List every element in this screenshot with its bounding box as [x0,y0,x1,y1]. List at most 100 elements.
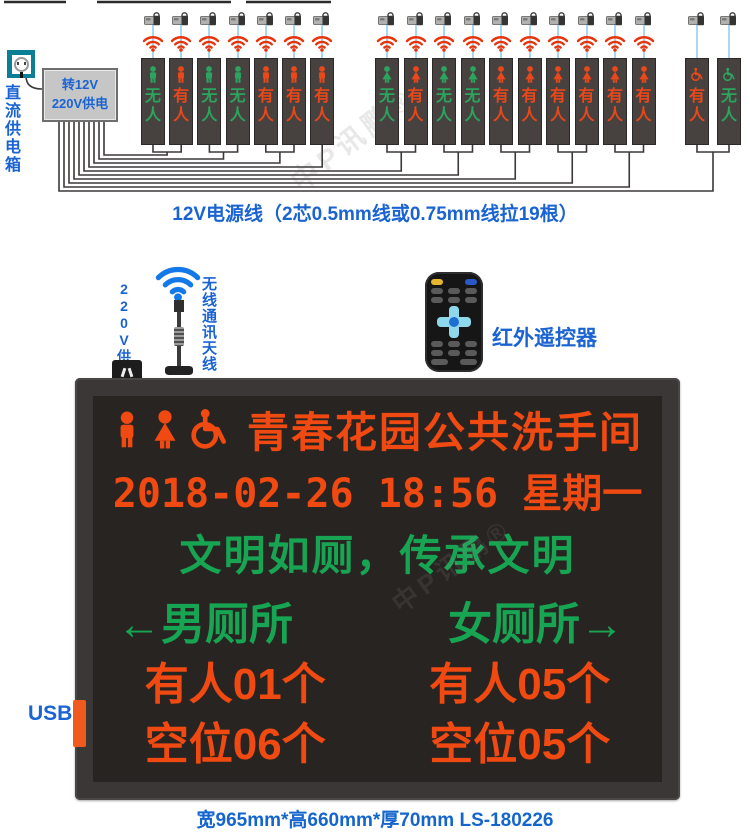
female-icon [380,62,394,86]
wifi-signal-icon [227,34,249,52]
stall-unit-female-stalls: 无人 [375,12,399,145]
stall-unit-male-stalls: 有人 [310,12,335,145]
stall-state-char: 人 [144,105,161,124]
stall-state-char: 无 [378,86,395,105]
stall-state-char: 人 [578,105,595,124]
stall-state-char: 人 [407,105,424,124]
stall-panel: 无人 [225,58,250,145]
male-icon [287,62,301,86]
screen-slogan: 文明如厕，传承文明 [179,532,576,579]
dc-supply-box-label: 直流供电箱 [2,84,19,174]
wifi-signal-icon [490,34,512,52]
stall-state-char: 无 [144,86,161,105]
wheelchair-icon [188,408,230,450]
stall-unit-accessible-stalls: 有人 [685,12,709,145]
stall-panel: 无人 [717,58,741,145]
female-icon [149,409,181,450]
stall-unit-male-stalls: 有人 [282,12,306,145]
female-icon [494,62,508,86]
female-icon [551,62,565,86]
vacant-count-row: 空位06个 空位05个 [93,716,662,774]
stall-panel: 无人 [141,58,165,145]
led-screen: 青春花园公共洗手间 2018-02-26 18:56 星期一 文明如厕，传承文明… [93,396,662,782]
stall-panel: 无人 [197,58,222,145]
antenna-coil [174,327,184,346]
stall-state-char: 有 [635,86,652,105]
stall-state-char: 无 [201,86,218,105]
led-display-panel: 青春花园公共洗手间 2018-02-26 18:56 星期一 文明如厕，传承文明… [73,378,680,800]
sensor-camera-icon [549,12,566,26]
stall-state-char: 有 [257,86,274,105]
female-icon [409,62,423,86]
male-direction: ←男厕所 [117,600,293,649]
antenna-label: 无线通讯天线 [200,276,217,372]
sensor-camera-icon [688,12,705,26]
screen-direction-row: ←男厕所 女厕所→ [93,596,662,654]
stall-panel: 无人 [375,58,399,145]
female-occupied-count: 有人05个 [429,660,611,709]
stall-unit-female-stalls: 有人 [517,12,542,145]
wifi-signal-icon [433,34,455,52]
sensor-camera-icon [144,12,161,26]
wifi-signal-icon [142,34,164,52]
stall-unit-male-stalls: 有人 [169,12,194,145]
stall-panel: 无人 [432,58,456,145]
stall-unit-female-stalls: 有人 [403,12,428,145]
sensor-camera-icon [492,12,509,26]
stall-unit-male-stalls: 无人 [141,12,165,145]
stall-state-char: 人 [521,105,538,124]
sensor-camera-icon [463,12,481,26]
ir-remote-control [425,272,483,372]
remote-label: 红外遥控器 [492,327,597,350]
signal-cable [728,22,730,61]
power-wire-note: 12V电源线（2芯0.5mm线或0.75mm线拉19根） [172,204,578,225]
wifi-signal-icon [170,34,192,52]
stall-state-char: 有 [521,86,538,105]
remote-button [431,279,443,285]
remote-dpad [431,306,477,338]
stall-unit-male-stalls: 无人 [225,12,250,145]
male-occupied-count: 有人01个 [144,660,326,709]
stall-unit-accessible-stalls: 无人 [717,12,741,145]
stall-state-char: 人 [173,105,190,124]
usb-label: USB [28,702,73,725]
stall-panel: 有人 [517,58,542,145]
male-icon [231,62,245,86]
sensor-camera-icon [172,12,189,26]
stall-state-char: 无 [435,86,452,105]
screen-datetime: 2018-02-26 18:56 星期一 [112,471,643,517]
male-vacant-count: 空位06个 [144,720,326,769]
male-icon [174,62,188,86]
stall-state-char: 无 [464,86,481,105]
sensor-camera-icon [378,12,395,26]
stall-state-char: 人 [229,105,246,124]
stall-state-char: 人 [720,105,737,124]
wifi-signal-icon [547,34,569,52]
stall-state-char: 人 [688,105,705,124]
stall-state-char: 人 [492,105,509,124]
stall-panel: 有人 [403,58,428,145]
sensor-camera-icon [606,12,623,26]
sensor-camera-icon [406,12,424,26]
sensor-camera-icon [520,12,538,26]
stall-state-char: 人 [314,105,331,124]
occupied-count-row: 有人01个 有人05个 [93,656,662,714]
sensor-camera-icon [634,12,652,26]
sensor-camera-icon [200,12,217,26]
female-vacant-count: 空位05个 [429,720,611,769]
power-220v-label: 220V供电 [116,281,132,379]
stall-state-char: 无 [229,86,246,105]
female-icon [523,62,537,86]
stall-unit-female-stalls: 有人 [489,12,513,145]
stall-panel: 有人 [685,58,709,145]
ac-wall-socket-icon [7,50,35,78]
wifi-signal-icon [311,34,333,52]
wifi-signal-blue-icon [154,262,202,302]
stall-unit-female-stalls: 有人 [603,12,627,145]
stall-state-char: 人 [464,105,481,124]
screen-title: 青春花园公共洗手间 [246,408,643,456]
stall-panel: 有人 [489,58,513,145]
screen-title-row: 青春花园公共洗手间 [93,400,662,458]
male-icon [259,62,273,86]
